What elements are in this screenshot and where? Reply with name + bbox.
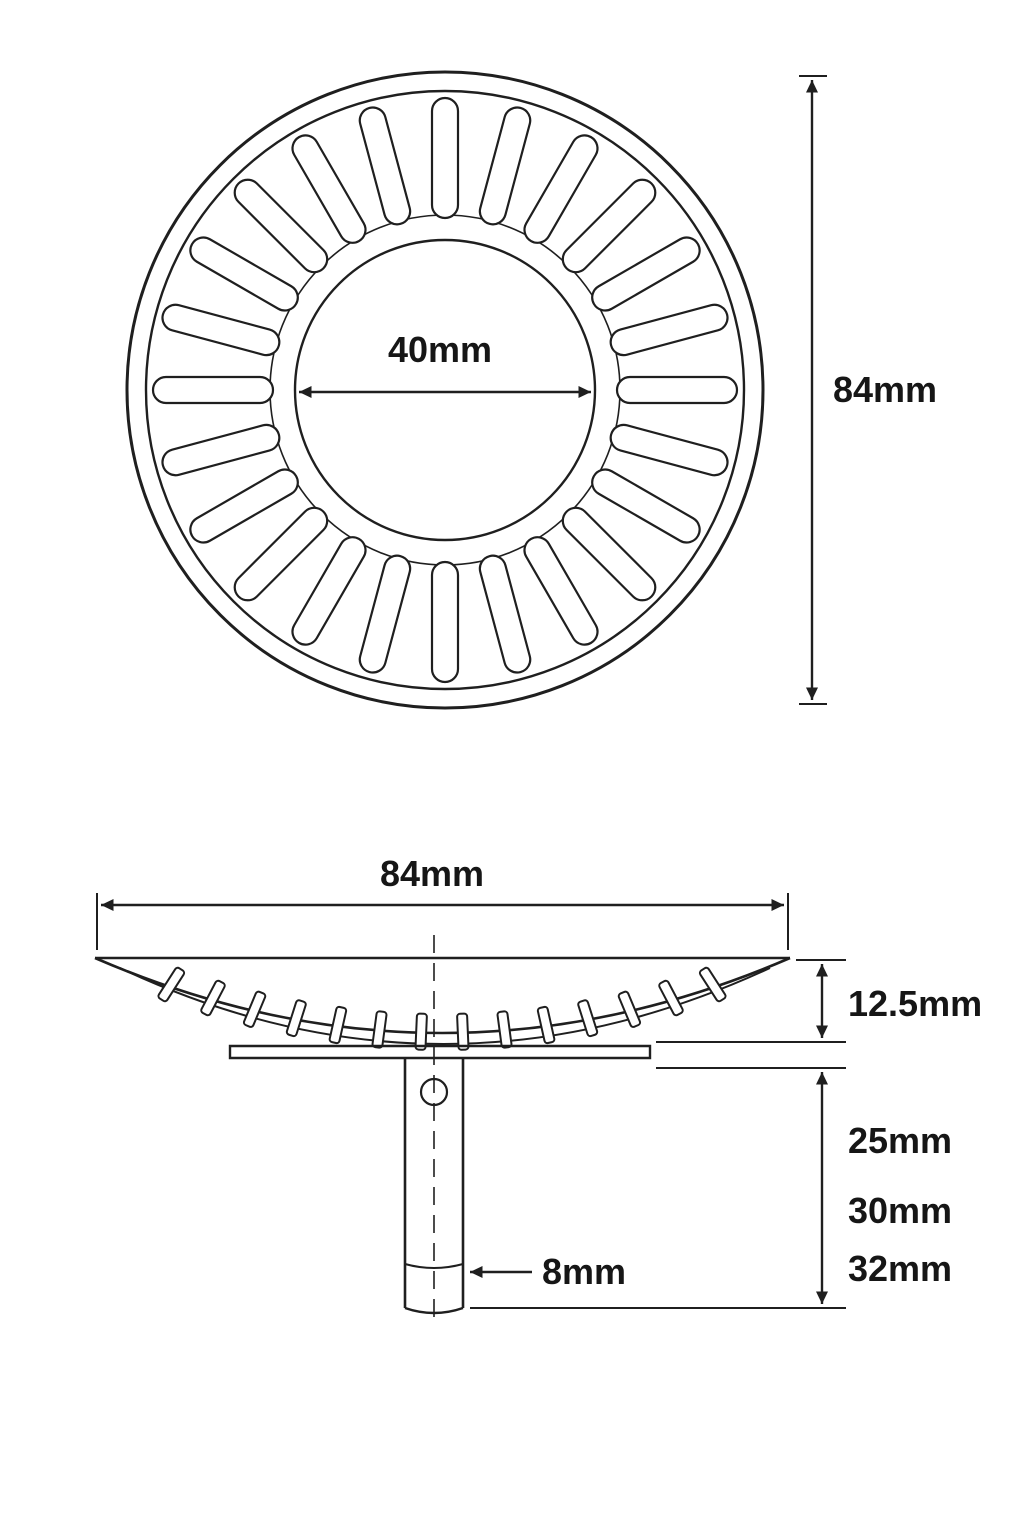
outer-diameter-dimension: 84mm: [799, 75, 937, 705]
stem-length-label-32: 32mm: [848, 1248, 952, 1289]
strainer-slot: [161, 423, 281, 477]
strainer-slot-profile: [328, 1005, 348, 1045]
top-view: 40mm 84mm: [125, 70, 937, 710]
stem-length-label-25: 25mm: [848, 1120, 952, 1161]
strainer-slot: [609, 303, 729, 357]
width-label: 84mm: [380, 853, 484, 894]
strainer-slot-profile: [371, 1010, 388, 1049]
strainer-slot-profile: [157, 966, 186, 1003]
strainer-slot-profile: [456, 1012, 470, 1051]
dish-upper-surface: [94, 956, 791, 1035]
strainer-slot: [523, 536, 599, 646]
strainer-slot-profile: [242, 990, 267, 1028]
strainer-slot: [615, 375, 739, 405]
strainer-slot: [478, 554, 532, 674]
stem-bottom: [404, 1306, 464, 1315]
strainer-slot: [291, 134, 367, 244]
stem: [403, 1058, 465, 1315]
outer-diameter-label: 84mm: [833, 369, 937, 410]
basket-height-dimension: 12.5mm: [656, 959, 982, 1043]
inner-rim-circle: [144, 89, 746, 691]
strainer-slot: [161, 303, 281, 357]
strainer-slot-profile: [658, 979, 684, 1017]
strainer-slot-profile: [698, 966, 727, 1003]
strainer-slot: [478, 106, 532, 226]
strainer-slot: [291, 536, 367, 646]
strainer-slot: [189, 468, 299, 544]
outer-rim-circle: [125, 70, 765, 710]
strainer-slot-profile: [577, 999, 599, 1038]
strainer-slot-profile: [285, 999, 307, 1038]
strainer-slot-profile: [414, 1012, 428, 1051]
strainer-slot: [151, 375, 275, 405]
stem-groove: [404, 1263, 464, 1269]
center-opening-circle: [293, 238, 597, 542]
stem-diameter-callout: 8mm: [470, 1251, 626, 1292]
strainer-slot: [430, 560, 460, 684]
strainer-slot: [233, 506, 329, 602]
stem-diameter-label: 8mm: [542, 1251, 626, 1292]
inner-diameter-label: 40mm: [388, 329, 492, 370]
strainer-slot: [358, 554, 412, 674]
strainer-slot: [591, 236, 701, 312]
strainer-slot: [358, 106, 412, 226]
strainer-slot: [189, 236, 299, 312]
strainer-slot: [561, 178, 657, 274]
basket-height-label: 12.5mm: [848, 983, 982, 1024]
strainer-slot: [561, 506, 657, 602]
strainer-slot: [233, 178, 329, 274]
strainer-slot-profile: [200, 979, 226, 1017]
flange: [228, 1044, 652, 1060]
strainer-slot-profile: [617, 990, 642, 1028]
stem-pin-hole: [419, 1077, 449, 1107]
strainer-slot: [591, 468, 701, 544]
strainer-slot: [430, 96, 460, 220]
stem-length-dimension: 25mm 30mm 32mm: [470, 1067, 952, 1309]
strainer-slot: [609, 423, 729, 477]
inner-diameter-dimension: 40mm: [299, 329, 591, 398]
slot-profiles: [157, 966, 727, 1051]
radial-slots: [151, 96, 739, 684]
strainer-slot-profile: [536, 1005, 556, 1045]
side-view: 84mm 12.5mm 25mm 30mm 32mm 8mm: [94, 853, 982, 1326]
width-dimension: 84mm: [96, 853, 789, 950]
stem-length-label-30: 30mm: [848, 1190, 952, 1231]
strainer-slot: [523, 134, 599, 244]
strainer-slot-profile: [496, 1010, 513, 1049]
